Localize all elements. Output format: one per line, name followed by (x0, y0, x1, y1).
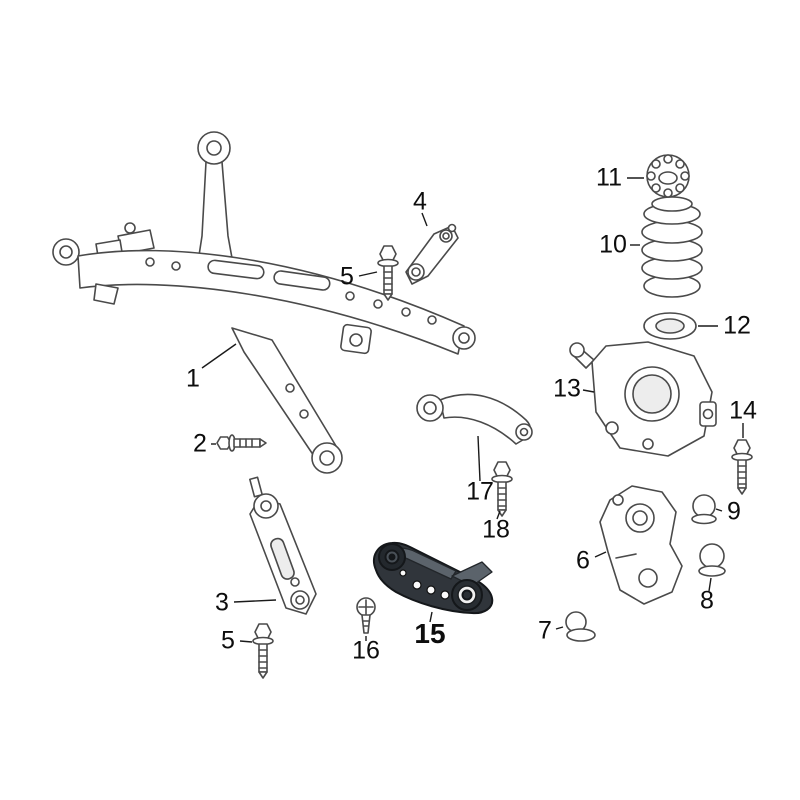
leader-line-lower-control-arm (429, 611, 433, 623)
leader-line-link-arm-bolt (496, 510, 501, 520)
part-label-arm-screw[interactable]: 16 (352, 636, 380, 665)
part-label-trailing-arm[interactable]: 3 (215, 588, 229, 617)
part-2-bolt-drawing (216, 434, 267, 452)
part-13-spring-link-bracket-drawing (569, 341, 717, 457)
leader-line-support-bracket (421, 212, 428, 227)
part-1-crossmember-drawing (52, 131, 476, 474)
callout-leader-lines (201, 177, 744, 643)
leader-line-spring-link-bracket (582, 389, 595, 393)
part-label-link-bolt[interactable]: 14 (729, 396, 757, 425)
part-label-lower-control-arm[interactable]: 15 (414, 618, 446, 649)
part-label-spring-link-bracket[interactable]: 13 (553, 374, 581, 403)
leader-line-steering-knuckle (594, 551, 607, 558)
part-10-coil-spring-drawing (641, 196, 703, 298)
part-3-trailing-arm-drawing (249, 476, 317, 615)
part-label-spring-seat-upper[interactable]: 11 (596, 163, 622, 192)
part-label-crossmember-bolt[interactable]: 2 (193, 429, 207, 458)
part-6-knuckle-drawing (599, 485, 683, 605)
part-label-coil-spring[interactable]: 10 (599, 230, 627, 259)
part-label-bump-stop[interactable]: 7 (538, 616, 552, 645)
part-16-screw-drawing (356, 597, 376, 634)
leader-line-flange-bolt-upper (358, 271, 378, 277)
part-label-support-bracket[interactable]: 4 (413, 187, 427, 216)
part-label-bushing-small[interactable]: 9 (727, 497, 741, 526)
part-9-bushing-drawing (691, 494, 717, 525)
part-8-bushing-drawing (698, 543, 726, 577)
part-label-bushing-large[interactable]: 8 (700, 586, 714, 615)
part-15-lower-control-arm-drawing[interactable] (373, 541, 494, 615)
leader-line-bump-stop (555, 626, 564, 630)
leader-line-bushing-large (708, 577, 712, 592)
part-label-flange-bolt-upper[interactable]: 5 (340, 262, 354, 291)
leader-line-flange-bolt-lower (239, 640, 253, 643)
leader-line-upper-link-arm (477, 435, 481, 482)
part-11-spring-seat-upper-drawing (646, 154, 690, 198)
leader-line-trailing-arm (233, 599, 277, 603)
part-label-suspension-crossmember[interactable]: 1 (186, 364, 200, 393)
part-label-link-arm-bolt[interactable]: 18 (482, 515, 510, 544)
part-label-steering-knuckle[interactable]: 6 (576, 546, 590, 575)
part-17-upper-link-arm-drawing (416, 393, 533, 445)
part-label-upper-link-arm[interactable]: 17 (466, 477, 494, 506)
leader-line-suspension-crossmember (201, 343, 237, 369)
part-7-bump-stop-drawing (565, 611, 596, 642)
part-12-spring-seat-lower-drawing (643, 312, 697, 340)
part-label-spring-seat-lower[interactable]: 12 (723, 311, 751, 340)
part-4-support-bracket-drawing (405, 223, 459, 285)
leader-line-bushing-small (715, 508, 723, 512)
part-label-flange-bolt-lower[interactable]: 5 (221, 626, 235, 655)
